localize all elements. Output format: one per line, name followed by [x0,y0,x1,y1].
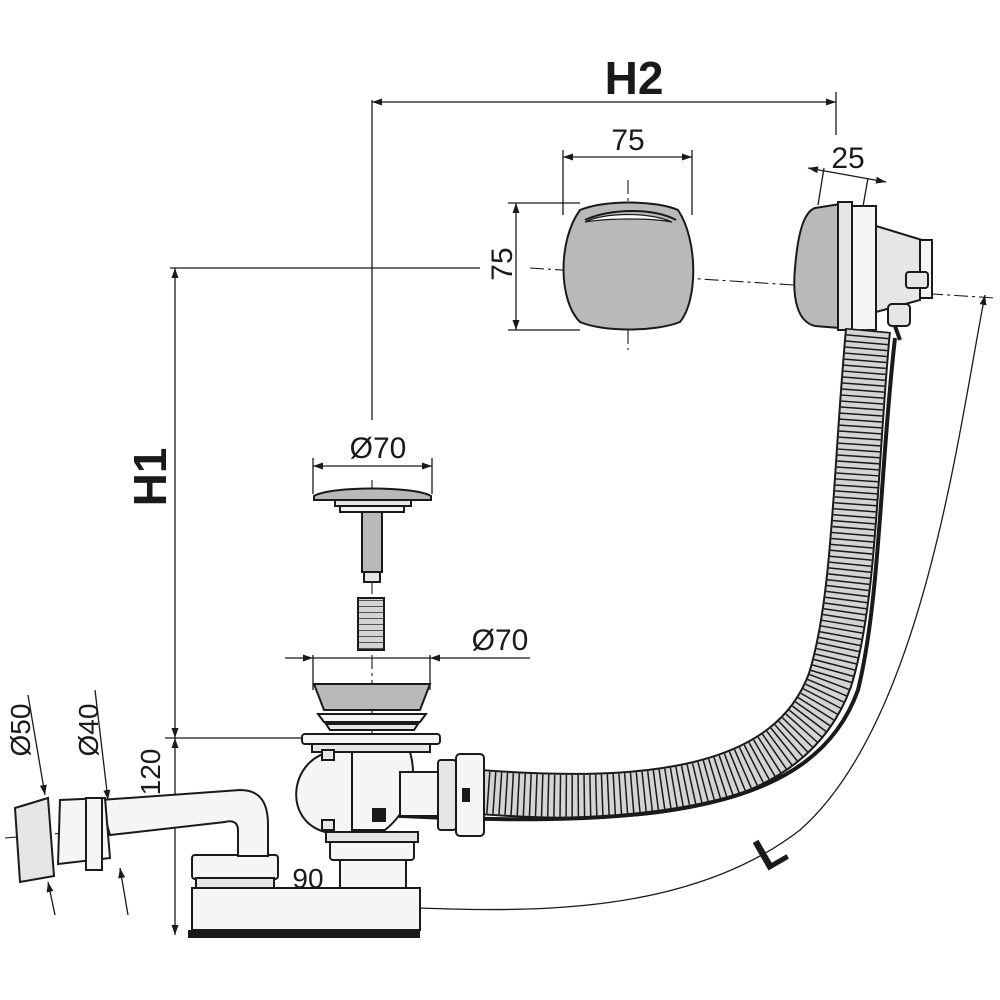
plug-diameter-label: Ø70 [350,432,407,465]
flexible-hose [379,327,897,822]
overflow-head-side [793,201,933,341]
overflow-depth-label: 25 [831,142,864,175]
outlet-outer-label: Ø50 [5,704,36,757]
drain-trap [13,683,485,938]
trap-height-label: 120 [135,749,166,796]
h1-label: H1 [124,448,176,507]
dimension-lines [27,92,987,935]
outlet-inner-label: Ø40 [73,704,104,757]
overflow-cover [562,201,695,331]
overflow-width-label: 75 [611,124,644,157]
click-clack-plug [313,487,432,651]
trap-offset-label: 90 [292,863,323,894]
l-label: L [745,822,795,881]
dimension-labels: H2 75 75 25 H1 Ø70 Ø70 Ø50 Ø40 120 90 L [5,52,865,894]
overflow-height-label: 75 [486,247,519,280]
drain-diameter-label: Ø70 [472,624,529,657]
h2-label: H2 [605,52,664,104]
